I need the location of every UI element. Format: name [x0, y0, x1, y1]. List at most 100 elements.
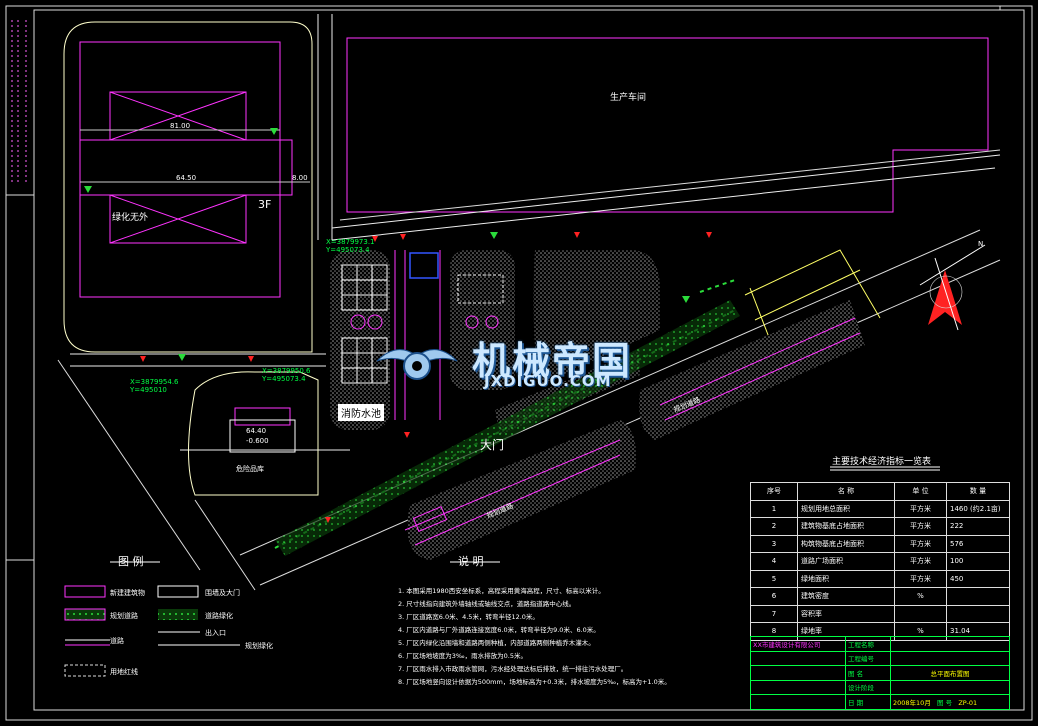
label-north: N [978, 240, 984, 248]
cell: 平方米 [894, 499, 947, 518]
coord-b-x: X=3879950.6 [262, 367, 311, 375]
note-line: 4. 厂区内道路与厂外道路连接宽度6.0米，转弯半径为9.0米、6.0米。 [398, 626, 600, 634]
cell: 100 [946, 552, 1010, 571]
cell: 平方米 [894, 552, 947, 571]
tb-stage-value [890, 679, 1010, 695]
cell: 平方米 [894, 517, 947, 536]
table-header-row: 序号 名 称 单 位 数 量 [750, 482, 1010, 501]
cell: 576 [946, 534, 1010, 553]
legend-symbols [64, 585, 240, 677]
legend-item-planned-road: 规划道路 [110, 612, 138, 620]
cell: % [894, 587, 947, 606]
cell [946, 587, 1010, 606]
cell [894, 604, 947, 623]
note-line: 6. 厂区场地坡度为3‰，雨水排放为0.5米。 [398, 652, 527, 660]
building-left-main [79, 41, 281, 298]
cell: 5 [750, 569, 798, 588]
note-line: 2. 尺寸线指向建筑外墙轴线或轴线交点，道路指道路中心线。 [398, 600, 576, 608]
label-fire-pool: 消防水池 [338, 404, 384, 421]
coord-c-x: X=3879973.1 [326, 238, 375, 246]
label-greening-area: 绿化无外 [112, 213, 149, 223]
cell: 构筑物基底占地面积 [797, 534, 895, 553]
inner-frame [33, 9, 1025, 711]
notes-list: 1. 本图采用1980西安坐标系，高程采用黄海高程，尺寸、标高以米计。 2. 尺… [398, 585, 671, 689]
cell: 建筑密度 [797, 587, 895, 606]
tb-empty [750, 650, 846, 666]
hazard-store-boundary [188, 371, 319, 496]
cell: 建筑物基底占地面积 [797, 517, 895, 536]
tb-sub-value [890, 650, 1010, 666]
legend-item-entrance: 出入口 [205, 629, 226, 637]
legend-item-wall: 围墙及大门 [205, 589, 240, 597]
cell: 道路广场面积 [797, 552, 895, 571]
gear-logo-icon [376, 349, 458, 380]
tb-empty [750, 679, 846, 695]
cell: 平方米 [894, 569, 947, 588]
tb-no-label: 图 号 [937, 698, 953, 707]
tb-stage-label: 设计阶段 [845, 679, 891, 695]
green-road-strip [275, 300, 740, 556]
tb-sub-label: 工程编号 [845, 650, 891, 666]
label-gate: 大门 [480, 438, 505, 452]
note-line: 7. 厂区雨水排入市政雨水管网，污水经处理达标后排放，统一排往污水处理厂。 [398, 665, 628, 673]
cell: 6 [750, 587, 798, 606]
north-arrow-icon [919, 244, 986, 331]
dimension-6450: 64.50 [176, 174, 197, 182]
th-unit: 单 位 [894, 482, 947, 501]
cell: 7 [750, 604, 798, 623]
legend-item-road: 道路 [110, 637, 124, 645]
cell: 3 [750, 534, 798, 553]
left-plant-outline [63, 21, 313, 353]
note-line: 3. 厂区道路宽6.0米、4.5米，转弯半径12.0米。 [398, 613, 539, 621]
tb-empty [750, 694, 846, 710]
label-hazard-store: 危险品库 [236, 465, 264, 473]
tb-date-value: 2008年10月 [893, 698, 931, 707]
th-name: 名 称 [797, 482, 895, 501]
cell: 平方米 [894, 534, 947, 553]
coord-b-y: Y=495073.4 [262, 375, 306, 383]
title-block: XX市建筑设计有限公司 工程名称 工程编号 图 名 总平面布置图 设计阶段 日 … [750, 636, 1010, 710]
th-qty: 数 量 [946, 482, 1010, 501]
elevation-top: 64.40 [246, 427, 267, 435]
bottom-green-strip-a [407, 420, 636, 560]
notes-title: 说 明 [458, 555, 484, 568]
legend-title: 图 例 [118, 555, 144, 568]
cell: 450 [946, 569, 1010, 588]
tb-project-value [890, 636, 1010, 652]
tb-date: 2008年10月 图 号 ZP-01 [890, 694, 1010, 710]
watermark: 机械帝国 JXDIGUO.COM [372, 336, 672, 396]
cell: 1 [750, 499, 798, 518]
tb-drawing-no: ZP-01 [958, 698, 978, 707]
coord-c-y: Y=495073.4 [326, 246, 370, 254]
th-no: 序号 [750, 482, 798, 501]
production-workshop [346, 37, 989, 213]
cell: 规划用地总面积 [797, 499, 895, 518]
note-line: 8. 厂区场地竖向设计依据为500mm，场地标高为+0.3米，排水坡度为5‰，标… [398, 678, 671, 686]
watermark-cn: 机械帝国 [472, 339, 633, 383]
central-green-zone-b [450, 250, 515, 390]
cell: 容积率 [797, 604, 895, 623]
tb-drawing-label: 图 名 [845, 665, 891, 681]
tb-date-label: 日 期 [845, 694, 891, 710]
tb-company: XX市建筑设计有限公司 [750, 636, 846, 652]
watermark-en: JXDIGUO.COM [484, 372, 612, 390]
legend-item-planned-greening: 规划绿化 [245, 642, 273, 650]
dimension-8100: 81.00 [170, 122, 191, 130]
tb-empty [750, 665, 846, 681]
tb-project-label: 工程名称 [845, 636, 891, 652]
cell: 4 [750, 552, 798, 571]
label-3f: 3F [258, 198, 272, 211]
right-green-zone [533, 250, 660, 385]
right-green-strip [639, 300, 865, 440]
cell: 绿地面积 [797, 569, 895, 588]
elevation-bottom: -0.600 [246, 437, 269, 445]
